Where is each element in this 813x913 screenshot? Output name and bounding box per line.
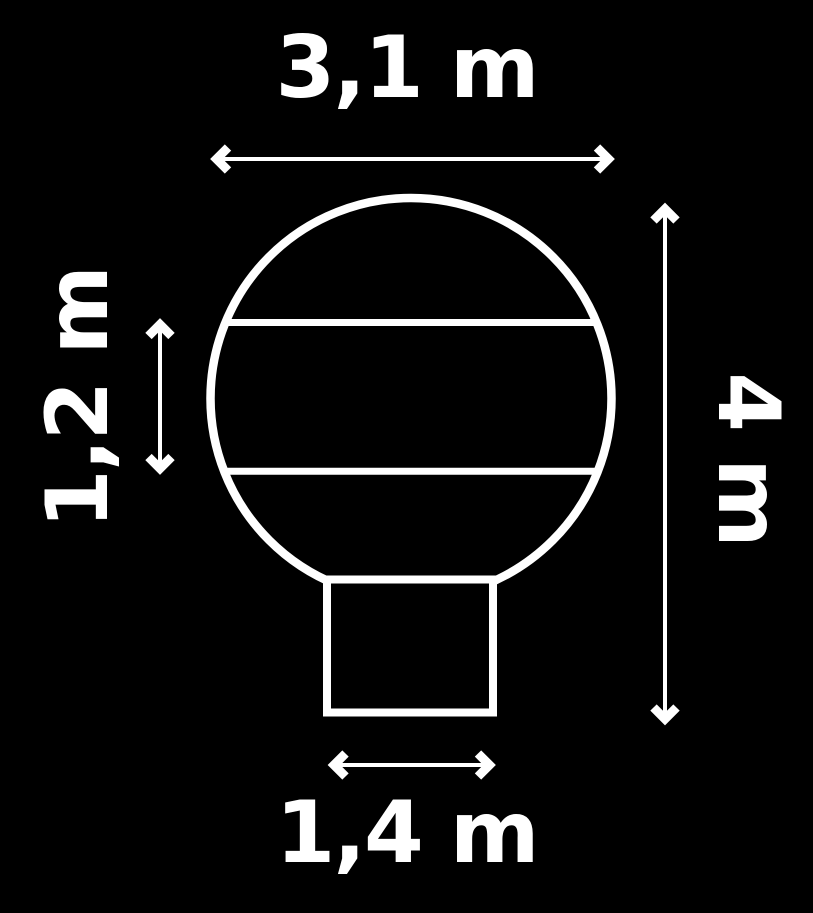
base-width-arrow-icon xyxy=(327,750,496,780)
sphere-outline xyxy=(206,193,616,604)
band-height-arrow-icon xyxy=(145,318,175,475)
width-arrow-icon xyxy=(210,144,615,174)
base-outline xyxy=(323,575,497,717)
height-arrow-icon xyxy=(650,202,680,726)
height-dimension-label: 4 m xyxy=(698,372,798,546)
width-dimension-label: 3,1 m xyxy=(275,18,540,118)
base-width-dimension-label: 1,4 m xyxy=(275,783,540,883)
band-height-dimension-label: 1,2 m xyxy=(28,267,128,529)
